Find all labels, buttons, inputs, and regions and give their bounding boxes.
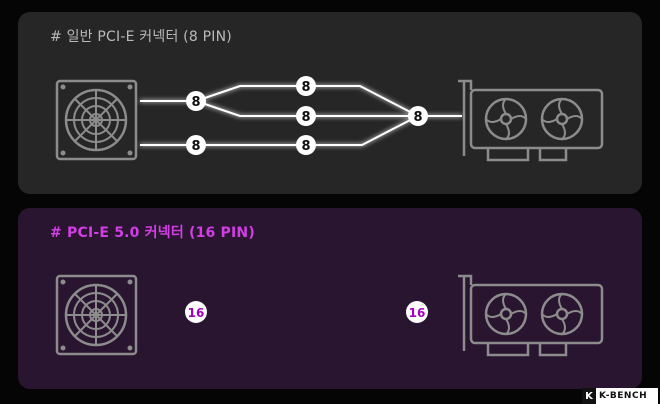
svg-text:16: 16 [188, 306, 205, 320]
psu-fan-icon [55, 79, 138, 161]
psu-fan-icon [55, 274, 138, 356]
svg-text:8: 8 [301, 80, 310, 95]
gpu-card-icon [458, 79, 604, 162]
kbench-logo-text: K-BENCH [599, 391, 648, 401]
pin-node: 8 [186, 135, 206, 155]
pin-node: 8 [296, 76, 316, 96]
pin-node: 8 [186, 91, 206, 111]
kbench-logo: K K-BENCH [582, 388, 658, 404]
standard-cables [140, 85, 462, 146]
pin-node: 8 [296, 106, 316, 126]
svg-text:16: 16 [409, 306, 426, 320]
svg-text:8: 8 [191, 95, 200, 110]
svg-text:8: 8 [413, 110, 422, 125]
pin-node: 16 [406, 301, 428, 323]
standard-connector-title: # 일반 PCI-E 커넥터 (8 PIN) [50, 29, 232, 45]
svg-text:8: 8 [301, 110, 310, 125]
kbench-logo-mark: K [582, 388, 596, 404]
pin-node: 16 [185, 301, 207, 323]
pin-node: 8 [296, 135, 316, 155]
svg-text:8: 8 [301, 139, 310, 154]
gpu-card-icon [458, 274, 604, 357]
pin-node: 8 [408, 106, 428, 126]
svg-text:8: 8 [191, 139, 200, 154]
pcie5-connector-title: # PCI-E 5.0 커넥터 (16 PIN) [50, 225, 255, 241]
